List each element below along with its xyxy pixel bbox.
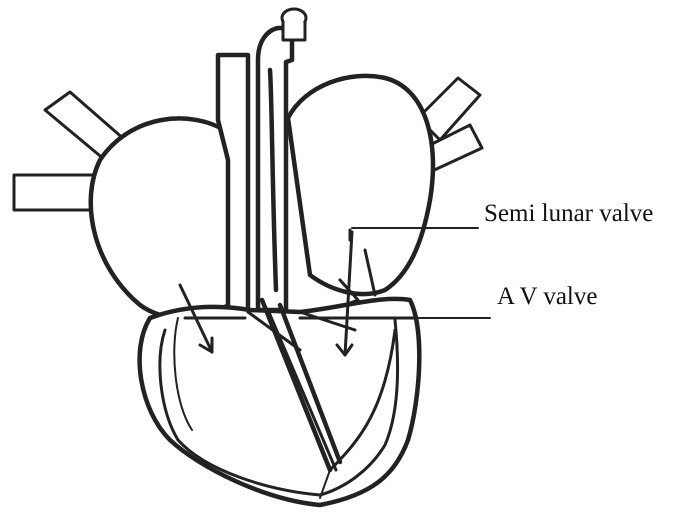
- av-valve-label: A V valve: [497, 283, 597, 311]
- left-atrium: [288, 76, 433, 294]
- right-atrium: [91, 118, 240, 317]
- semi-lunar-valve-label: Semi lunar valve: [484, 200, 653, 228]
